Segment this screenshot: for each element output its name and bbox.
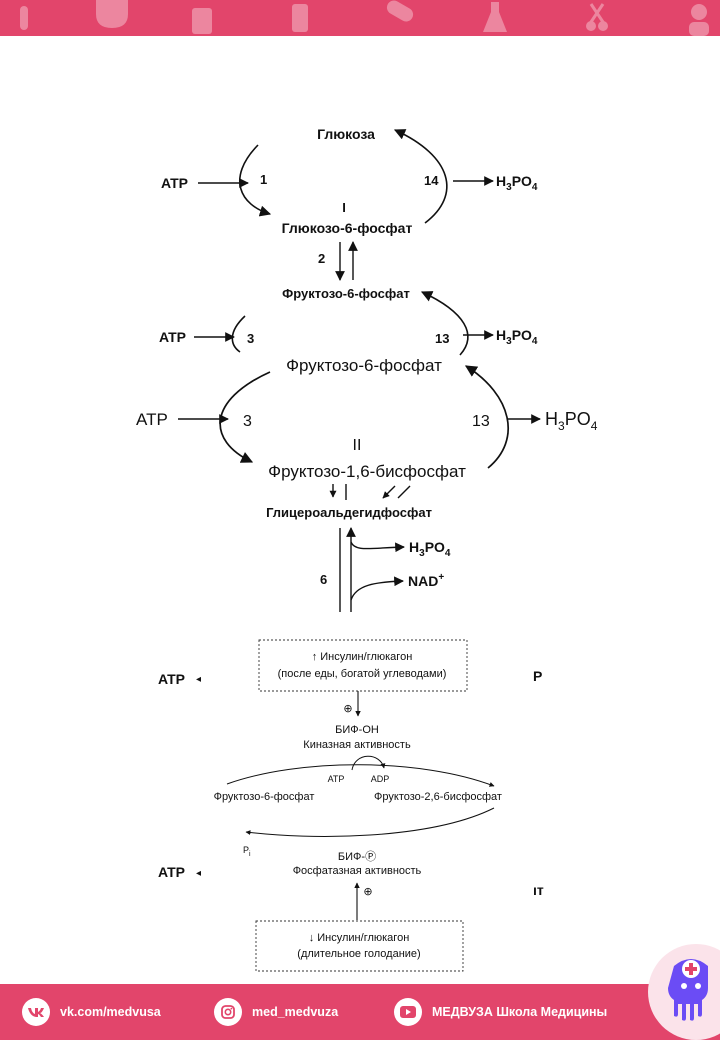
flask-icon bbox=[483, 2, 507, 32]
test-tube-icon bbox=[20, 6, 28, 30]
atp-small-label: ATP bbox=[328, 774, 345, 784]
youtube-link[interactable]: МЕДВУЗА Школа Медицины bbox=[394, 998, 607, 1026]
side-p-label: P bbox=[533, 668, 542, 684]
arrow-1 bbox=[239, 144, 272, 217]
gap-label: Глицероальдегидфосфат bbox=[266, 505, 432, 520]
vk-link[interactable]: vk.com/medvusa bbox=[22, 998, 161, 1026]
vk-link-text: vk.com/medvusa bbox=[60, 1005, 161, 1019]
pharmacist-icon bbox=[689, 4, 709, 36]
insulin-low-box bbox=[255, 920, 464, 972]
insulin-high-box bbox=[258, 639, 468, 692]
h3po4-label: H3PO4 bbox=[496, 173, 538, 193]
instagram-link-text: med_medvuza bbox=[252, 1005, 339, 1019]
adp-small-label: ADP bbox=[371, 774, 390, 784]
arrow-diag-right bbox=[397, 485, 411, 499]
atp-label: ATP bbox=[161, 175, 188, 191]
side-atp-bottom: ATP bbox=[158, 864, 185, 880]
tooth-icon bbox=[96, 0, 128, 28]
arrow-14 bbox=[393, 129, 448, 224]
h3po4-arrow-4 bbox=[350, 541, 405, 553]
arrow-13 bbox=[464, 365, 510, 469]
vk-icon bbox=[22, 998, 50, 1026]
top-banner bbox=[0, 0, 720, 36]
f6p-label-large: Фруктозо-6-фосфат bbox=[286, 356, 442, 375]
h3po4-label-3: H3PO4 bbox=[545, 409, 598, 433]
insulin-low-line1: ↓ Инсулин/глюкагон bbox=[309, 932, 410, 944]
roman-one: I bbox=[342, 200, 346, 215]
mascot-badge bbox=[648, 944, 720, 1040]
arrow-diag-left bbox=[382, 485, 396, 499]
side-atp-top: ATP bbox=[158, 671, 185, 687]
medicine-box-icon bbox=[192, 8, 212, 34]
roman-two: II bbox=[353, 437, 362, 454]
cycle-f6p-small: Фруктозо-6-фосфат ATP 3 13 H3PO4 bbox=[159, 286, 538, 356]
cycle-f6p-large: Фруктозо-6-фосфат ATP 3 13 H3PO4 II Фрук… bbox=[136, 356, 598, 612]
cycle2-right-arc bbox=[420, 291, 469, 356]
bif-p-label: БИФ-Ⓟ bbox=[338, 850, 376, 863]
bandage-icon bbox=[386, 0, 414, 22]
bif-oh-label: БИФ-ОН bbox=[335, 724, 379, 736]
insulin-high-line2: (после еды, богатой углеводами) bbox=[278, 668, 447, 680]
instagram-icon bbox=[214, 998, 242, 1026]
enzyme-6-label: 6 bbox=[320, 572, 327, 587]
phosphatase-activity-label: Фосфатазная активность bbox=[293, 865, 422, 877]
kinase-activity-label: Киназная активность bbox=[303, 739, 411, 751]
side-arrow-top: ◂ bbox=[196, 674, 201, 685]
kinase-arc bbox=[226, 764, 495, 787]
youtube-icon bbox=[394, 998, 422, 1026]
youtube-link-text: МЕДВУЗА Школа Медицины bbox=[432, 1005, 608, 1019]
side-t-label: ıт bbox=[533, 882, 544, 898]
atp-label-2: ATP bbox=[159, 329, 186, 345]
cycle-glucose: Глюкоза Глюкозо-6-фосфат ATP 1 14 H3PO4 … bbox=[161, 126, 538, 281]
side-arrow-bottom: ◂ bbox=[196, 868, 201, 879]
f16bp-label: Фруктозо-1,6-бисфосфат bbox=[268, 462, 466, 481]
glycolysis-diagram: Глюкоза Глюкозо-6-фосфат ATP 1 14 H3PO4 … bbox=[136, 126, 598, 972]
enzyme-1-label: 1 bbox=[260, 172, 267, 187]
phosphatase-arc bbox=[245, 807, 495, 837]
pill-bottle-icon bbox=[292, 4, 308, 32]
glucose-label: Глюкоза bbox=[317, 126, 375, 142]
enzyme-3-label-small: 3 bbox=[247, 331, 254, 346]
octopus-doctor-icon bbox=[668, 959, 708, 1021]
h3po4-label-4: H3PO4 bbox=[409, 539, 451, 559]
scissors-icon bbox=[586, 3, 608, 31]
f26bp-label: Фруктозо-2,6-бисфосфат bbox=[374, 791, 502, 803]
instagram-link[interactable]: med_medvuza bbox=[214, 998, 338, 1026]
pi-label: Pi bbox=[243, 845, 251, 858]
enzyme-3-label: 3 bbox=[243, 413, 252, 430]
nad-label: NAD+ bbox=[408, 572, 444, 589]
nad-arrow bbox=[350, 576, 404, 601]
enzyme-13-label: 13 bbox=[472, 413, 490, 430]
activation-plus-top: ⊕ bbox=[343, 703, 352, 715]
activation-plus-bottom: ⊕ bbox=[363, 886, 372, 898]
f6p-reg-label: Фруктозо-6-фосфат bbox=[214, 791, 315, 803]
f6p-label-small: Фруктозо-6-фосфат bbox=[282, 286, 410, 301]
insulin-low-line2: (длительное голодание) bbox=[297, 948, 420, 960]
insulin-high-line1: ↑ Инсулин/глюкагон bbox=[312, 651, 413, 663]
atp-adp-arrow bbox=[351, 755, 386, 771]
h3po4-label-2: H3PO4 bbox=[496, 327, 538, 347]
footer-bar: vk.com/medvusa med_medvuza МЕДВУЗА Школа… bbox=[0, 984, 720, 1040]
enzyme-2-label: 2 bbox=[318, 251, 325, 266]
enzyme-14-label: 14 bbox=[424, 173, 439, 188]
enzyme-13-label-small: 13 bbox=[435, 331, 449, 346]
cycle2-left-arc bbox=[231, 315, 246, 353]
atp-label-3: ATP bbox=[136, 410, 168, 429]
regulation-panel: ATP ◂ P ↑ Инсулин/глюкагон (после еды, б… bbox=[158, 639, 544, 972]
g6p-label: Глюкозо-6-фосфат bbox=[282, 220, 413, 236]
